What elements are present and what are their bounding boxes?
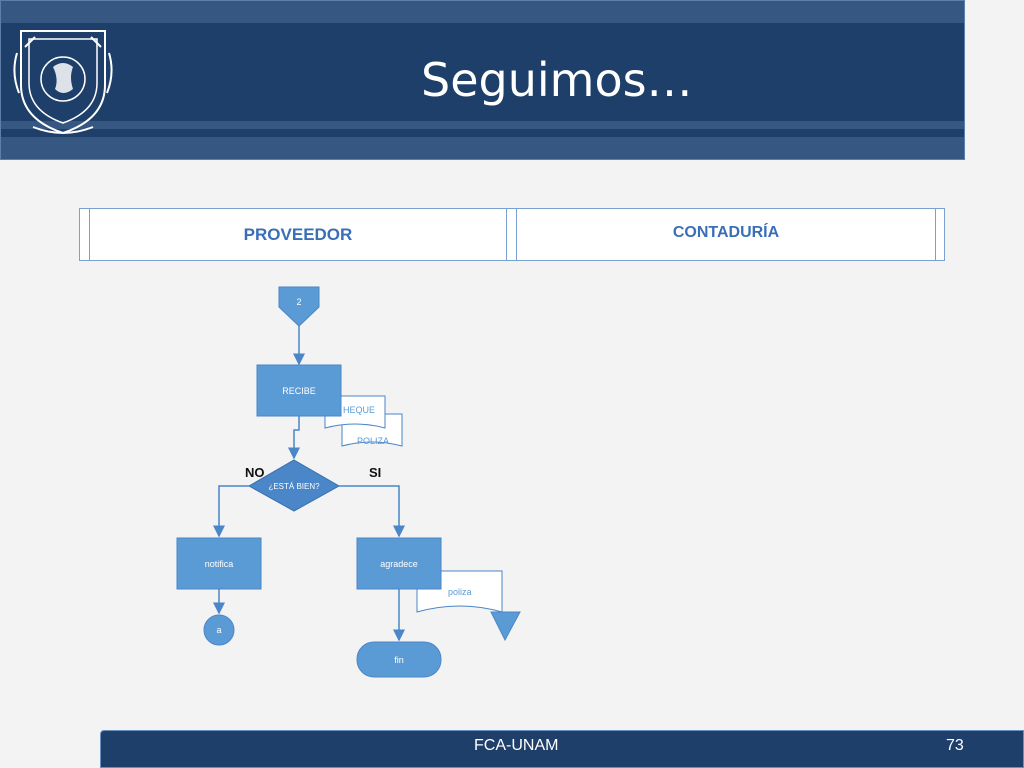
lane-label-proveedor: PROVEEDOR: [243, 225, 353, 244]
process-notifica-label: notifica: [205, 559, 234, 569]
slide-title: Seguimos…: [421, 53, 693, 107]
terminator-fin: [356, 641, 442, 678]
process-agradece-label: agradece: [380, 559, 418, 569]
branch-label-no: NO: [245, 465, 265, 480]
doc-poliza2-label: poliza: [448, 587, 472, 597]
slide-header: Seguimos…: [0, 0, 965, 160]
branch-label-si: SI: [369, 465, 381, 480]
terminator-fin-label: fin: [394, 655, 404, 665]
page-number: 73: [946, 737, 964, 754]
lane-proveedor: PROVEEDOR: [89, 209, 507, 260]
process-notifica: [176, 537, 262, 590]
decision-label: ¿ESTÁ BIEN?: [268, 482, 320, 491]
process-recibe-label: RECIBE: [282, 386, 316, 396]
slide-footer: FCA-UNAM 73: [100, 730, 1024, 768]
unam-seal-icon: [13, 30, 113, 135]
arrow-recibe-to-decision: [288, 416, 300, 460]
process-recibe: [256, 364, 342, 417]
archive-triangle: [490, 611, 521, 642]
lane-label-contaduria: CONTADURÍA: [672, 224, 780, 241]
process-agradece: [356, 537, 442, 590]
lane-contaduria: CONTADURÍA: [516, 209, 936, 260]
header-band-bottom: [1, 137, 964, 159]
connector-a: [203, 614, 235, 646]
connector-2-label: 2: [296, 297, 301, 307]
doc-cheque-label: HEQUE: [343, 405, 375, 415]
swimlane-header: PROVEEDOR CONTADURÍA: [79, 208, 945, 261]
header-band-top: [1, 1, 964, 23]
arrow-decision-si: [339, 485, 405, 538]
offpage-connector-2: [278, 286, 320, 327]
arrow-decision-no: [213, 485, 249, 538]
decision-esta-bien: [247, 459, 341, 512]
doc-poliza-label: POLIZA: [357, 436, 389, 446]
header-band-mid: [1, 121, 964, 129]
connector-a-label: a: [216, 625, 221, 635]
footer-org: FCA-UNAM: [474, 737, 559, 754]
